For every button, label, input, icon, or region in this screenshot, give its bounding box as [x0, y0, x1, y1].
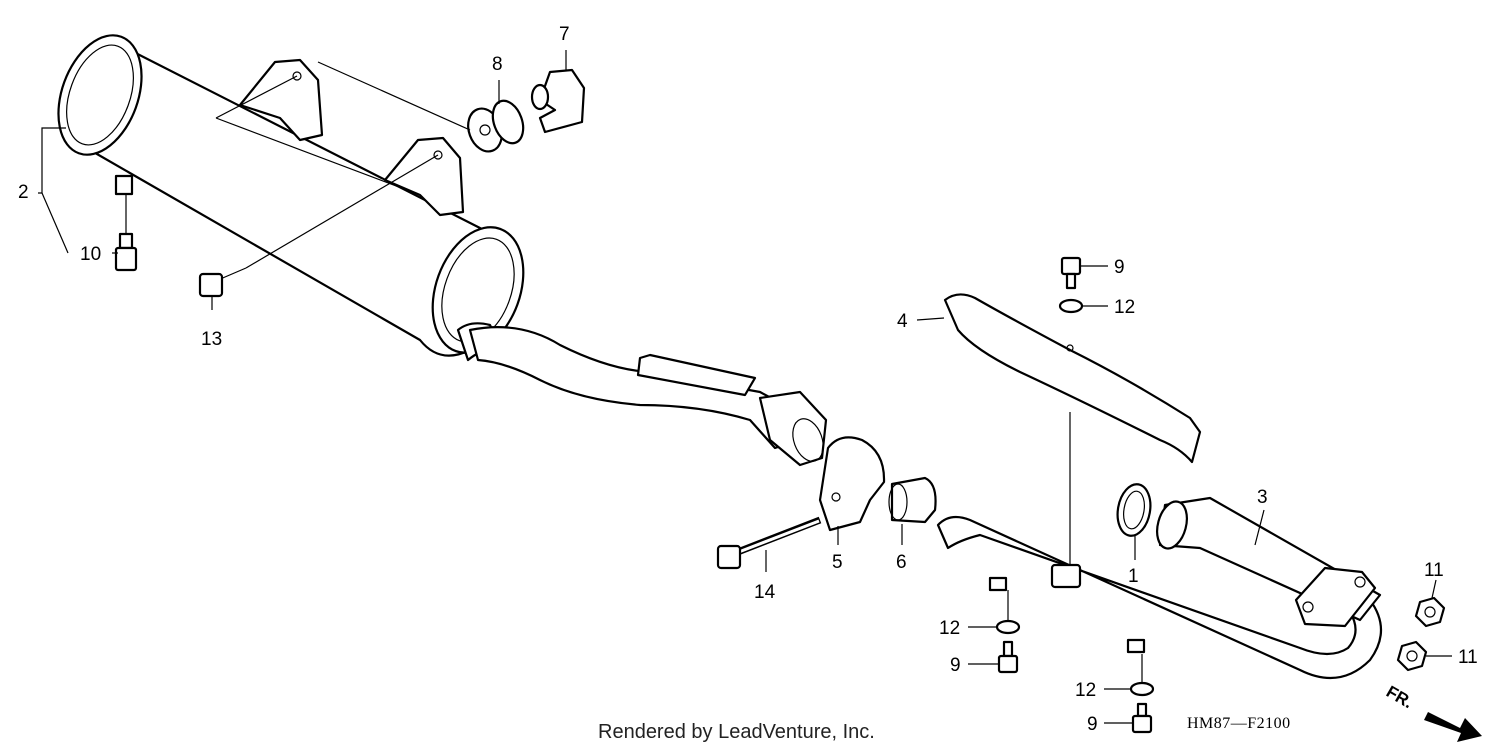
rubber-mount [467, 99, 525, 153]
tail-pipe [468, 326, 828, 467]
callout-12-right: 12 [1075, 680, 1096, 701]
callout-1: 1 [1128, 566, 1139, 587]
nut-11-upper [1414, 596, 1446, 628]
callout-7: 7 [559, 24, 570, 45]
callout-13: 13 [201, 329, 222, 350]
callout-3: 3 [1257, 487, 1268, 508]
callout-5: 5 [832, 552, 843, 573]
muffler [57, 34, 525, 362]
bolt-9-left [995, 619, 1021, 674]
heat-shield [943, 293, 1202, 464]
credit-line: Rendered by LeadVenture, Inc. [598, 721, 875, 743]
diagram-code: HM87—F2100 [1187, 715, 1291, 732]
bolt-9-right [1129, 681, 1155, 734]
callout-6: 6 [896, 552, 907, 573]
callout-12-top: 12 [1114, 297, 1135, 318]
leader-lines [38, 50, 1452, 724]
callout-12-left: 12 [939, 618, 960, 639]
callout-10: 10 [80, 244, 101, 265]
callout-9-left: 9 [950, 655, 961, 676]
callout-11-upper: 11 [1424, 560, 1444, 581]
callout-labels: 1 2 3 4 5 6 7 8 9 9 9 10 11 11 12 12 12 … [18, 24, 1478, 735]
bolt-10 [114, 232, 138, 272]
callout-14: 14 [754, 582, 776, 603]
callout-8: 8 [492, 54, 503, 75]
bolt-13 [198, 267, 247, 298]
joint-sleeve [888, 476, 937, 524]
exhaust-pipe [936, 496, 1382, 680]
callout-9-right: 9 [1087, 714, 1098, 735]
front-label: FR. [1383, 682, 1416, 712]
callout-9-top: 9 [1114, 257, 1125, 278]
front-direction-indicator: FR. [1383, 682, 1482, 742]
callout-4: 4 [897, 311, 908, 332]
bolt-14 [716, 516, 822, 570]
callout-2: 2 [18, 182, 29, 203]
nut-11-lower [1396, 640, 1428, 672]
mount-collar [530, 68, 586, 134]
clamp [818, 436, 886, 532]
bolt-9-top [1058, 256, 1084, 314]
front-arrow-icon [1424, 712, 1482, 742]
callout-11-lower: 11 [1458, 647, 1478, 668]
seal-ring [1116, 483, 1152, 537]
